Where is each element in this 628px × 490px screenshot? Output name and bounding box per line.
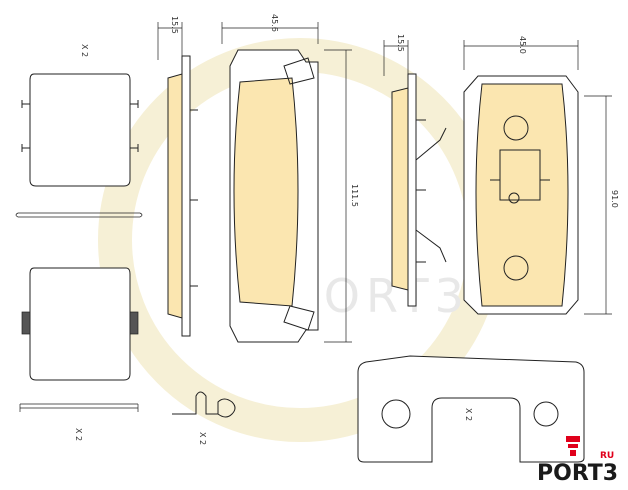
clip-bottom-plate bbox=[29, 267, 131, 381]
left-pad-friction-side bbox=[167, 73, 183, 319]
left-pad-friction-front bbox=[233, 77, 299, 307]
left-pad-front-view: 45.6 111.5 bbox=[221, 14, 359, 343]
right-pad-friction-side bbox=[391, 87, 409, 291]
right-pad-side-ticks bbox=[416, 119, 426, 263]
right-pad-hole-top bbox=[503, 115, 529, 141]
port3-logo: PORT3 RU bbox=[537, 436, 618, 486]
left-width-dim: 45.6 bbox=[270, 14, 279, 32]
right-pad-front-view: 45.0 91.0 bbox=[463, 36, 619, 315]
shim-hole-left bbox=[381, 399, 411, 429]
left-pad-wear-sensor-top bbox=[283, 57, 315, 85]
logo-piston-ring bbox=[568, 444, 578, 448]
right-pad-side-view: 15.5 bbox=[383, 34, 447, 307]
left-pad-side-view: 15.5 bbox=[157, 16, 198, 337]
clip-top-plate bbox=[29, 73, 131, 187]
logo-suffix: RU bbox=[600, 451, 614, 461]
left-pad-side-ticks bbox=[190, 109, 198, 287]
clip-top-qty: X 2 bbox=[80, 44, 89, 57]
shim-outline bbox=[357, 355, 585, 463]
right-height-dim-line bbox=[584, 95, 612, 315]
clip-top-tab-left bbox=[21, 100, 30, 152]
logo-piston-top bbox=[566, 436, 580, 442]
clip-bottom-wire bbox=[19, 403, 139, 412]
watermark-text: PORT3 bbox=[290, 269, 470, 323]
clip-bottom-tab-left bbox=[21, 311, 31, 335]
logo-piston-rod bbox=[570, 450, 576, 456]
right-pad-backplate-side bbox=[407, 73, 417, 307]
shim-hole-right bbox=[533, 401, 559, 427]
right-thickness-dim: 15.5 bbox=[396, 34, 405, 52]
logo-text: PORT3 bbox=[537, 461, 618, 486]
right-pad-friction-front bbox=[475, 83, 569, 307]
right-width-dim-line bbox=[463, 40, 579, 70]
shim-plate: X 2 bbox=[357, 355, 585, 463]
right-pad-hole-bottom bbox=[503, 255, 529, 281]
clip-top-wire bbox=[15, 212, 143, 218]
clip-top-tab-right bbox=[130, 100, 139, 152]
left-height-dim-line bbox=[324, 49, 352, 343]
right-width-dim: 45.0 bbox=[518, 36, 527, 54]
right-thickness-dim-line bbox=[383, 40, 409, 76]
clip-top: X 2 bbox=[15, 44, 143, 218]
left-pad-backplate-side bbox=[181, 55, 191, 337]
clip-bottom: X 2 bbox=[19, 267, 139, 441]
spring-qty: X 2 bbox=[198, 432, 207, 445]
right-pad-spring-clip bbox=[415, 127, 447, 263]
right-height-dim: 91.0 bbox=[610, 190, 619, 208]
left-pad-wear-sensor-bottom bbox=[283, 305, 315, 331]
shim-qty: X 2 bbox=[464, 408, 473, 421]
clip-bottom-tab-right bbox=[129, 311, 139, 335]
right-pad-center-bracket bbox=[490, 149, 550, 201]
anti-rattle-spring: X 2 bbox=[172, 391, 236, 445]
left-thickness-dim: 15.5 bbox=[170, 16, 179, 34]
left-thickness-dim-line bbox=[157, 22, 183, 60]
clip-bottom-qty: X 2 bbox=[74, 428, 83, 441]
left-width-dim-line bbox=[221, 22, 319, 44]
spring-shape bbox=[172, 391, 236, 418]
right-pad-center-hole bbox=[508, 192, 520, 204]
left-height-dim: 111.5 bbox=[350, 184, 359, 207]
